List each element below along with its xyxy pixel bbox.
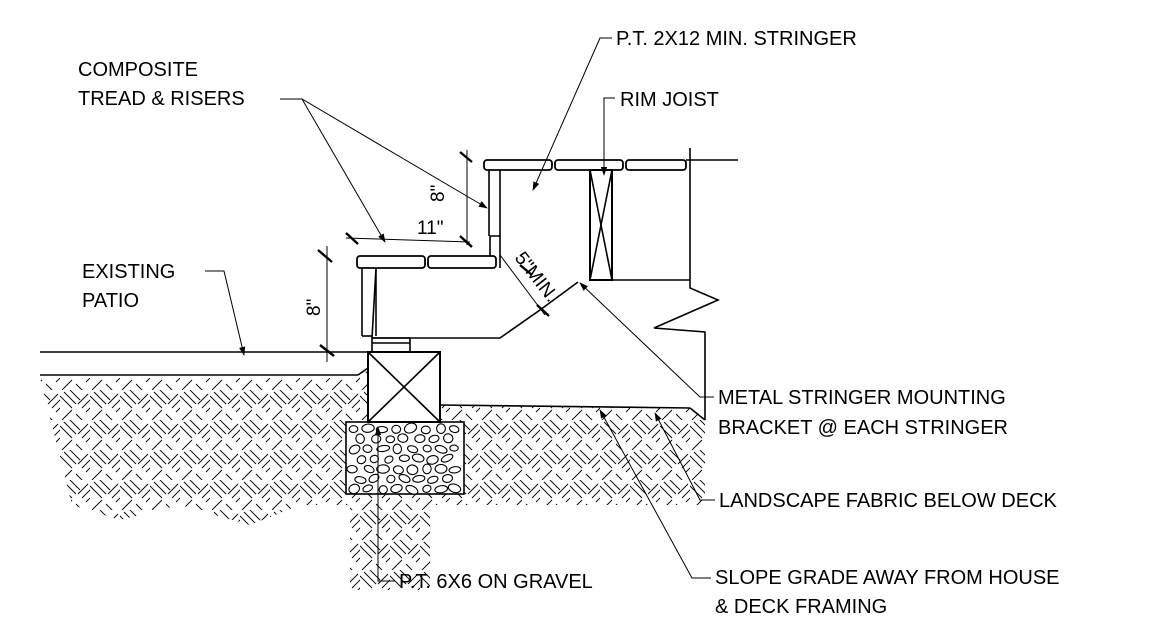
- gravel-stone: [355, 433, 365, 444]
- lower-tread: [356, 255, 497, 337]
- gravel-stone: [426, 455, 439, 465]
- gravel-bed: [345, 421, 465, 495]
- gravel-stone: [447, 483, 462, 494]
- gravel-stone: [371, 434, 382, 444]
- gravel-stone: [406, 464, 419, 476]
- dim-upper-riser: 8": [428, 185, 449, 202]
- gravel-stone: [434, 463, 448, 474]
- gravel-stone: [440, 453, 454, 463]
- label-post: P.T. 6X6 ON GRAVEL: [399, 571, 593, 593]
- gravel-stone: [386, 474, 396, 484]
- gravel-stone: [376, 464, 390, 474]
- gravel-stone: [436, 423, 446, 434]
- gravel-stone: [411, 453, 425, 463]
- gravel-stone: [348, 425, 359, 434]
- gravel-stone: [441, 474, 454, 483]
- label-rim-joist: RIM JOIST: [620, 89, 719, 111]
- house-foundation-break: [653, 148, 721, 420]
- gravel-stone: [346, 464, 358, 474]
- gravel-stone: [392, 465, 404, 475]
- gravel-stone: [414, 434, 426, 444]
- label-existing-line1: EXISTING: [82, 261, 175, 283]
- dim-stringer-min: 5"MIN.: [510, 248, 562, 306]
- gravel-stone: [412, 474, 426, 483]
- gravel-stone: [378, 485, 388, 495]
- gravel-stone: [384, 455, 394, 464]
- gravel-stone: [362, 444, 373, 453]
- label-existing-line2: PATIO: [82, 290, 139, 312]
- gravel-stone: [356, 455, 367, 465]
- gravel-stone: [434, 444, 448, 454]
- gravel-stone: [403, 422, 418, 434]
- gravel-stone: [361, 423, 375, 433]
- gravel-stone: [442, 433, 454, 444]
- gravel-stone: [368, 473, 380, 484]
- gravel-stone: [422, 484, 432, 493]
- gravel-stone: [449, 444, 459, 452]
- gravel-stone: [397, 433, 409, 443]
- gravel-stone: [348, 483, 361, 495]
- gravel-stone: [420, 425, 431, 435]
- gravel-stone: [448, 425, 460, 434]
- gravel-stone: [422, 463, 432, 475]
- gravel-stone: [392, 443, 403, 455]
- rim-joist: [589, 169, 690, 281]
- gravel-stone: [398, 454, 410, 462]
- grade-line: [439, 404, 706, 421]
- gravel-stone: [405, 484, 419, 495]
- label-slope-line1: SLOPE GRADE AWAY FROM HOUSE: [715, 567, 1060, 589]
- label-fabric: LANDSCAPE FABRIC BELOW DECK: [719, 490, 1058, 512]
- gravel-stone: [348, 444, 361, 455]
- gravel-stone: [407, 445, 419, 454]
- gravel-stone: [391, 424, 402, 434]
- label-composite-line2: TREAD & RISERS: [78, 88, 245, 110]
- gravel-stone: [428, 434, 440, 444]
- gravel-stone: [390, 483, 403, 494]
- label-slope-line2: & DECK FRAMING: [715, 596, 887, 618]
- gravel-stone: [448, 466, 462, 474]
- gravel-stone: [376, 444, 391, 453]
- gravel-stone: [398, 473, 411, 484]
- stair-stringer: [371, 170, 579, 352]
- existing-patio-slab: [40, 351, 370, 376]
- gravel-stone: [362, 484, 374, 493]
- gravel-stone: [363, 464, 375, 474]
- label-bracket-line2: BRACKET @ EACH STRINGER: [718, 417, 1008, 439]
- leader-lines: [205, 37, 715, 582]
- label-stringer: P.T. 2X12 MIN. STRINGER: [616, 28, 857, 50]
- gravel-stone: [427, 475, 439, 484]
- gravel-stone: [422, 444, 432, 453]
- pt-6x6-post: [367, 351, 441, 423]
- gravel-stone: [434, 485, 449, 494]
- gravel-stone: [354, 476, 367, 484]
- dim-lower-riser: 8": [304, 299, 325, 316]
- dim-tread-depth: 11": [417, 218, 443, 239]
- dimension-lines: [317, 150, 550, 362]
- label-composite-line1: COMPOSITE: [78, 59, 198, 81]
- label-bracket-line1: METAL STRINGER MOUNTING: [718, 387, 1006, 409]
- gravel-stone: [385, 435, 396, 444]
